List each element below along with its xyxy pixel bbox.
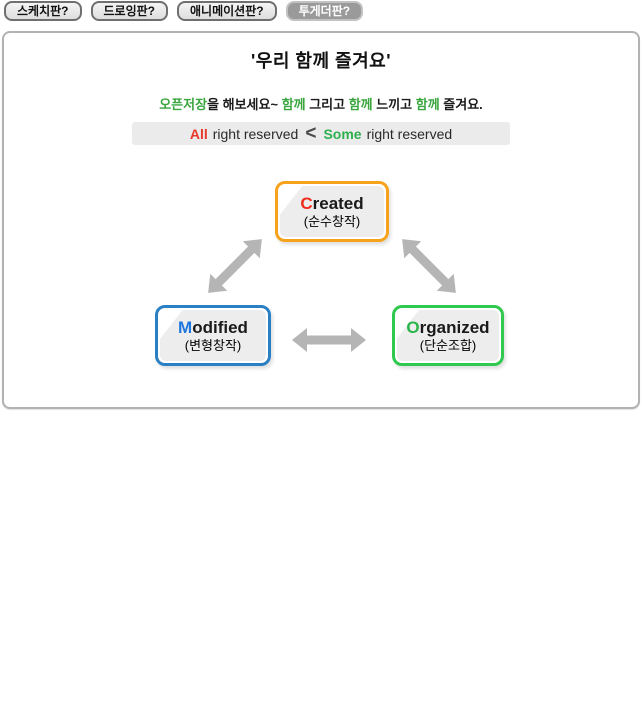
created-initial: C xyxy=(300,194,313,213)
less-than-icon: < xyxy=(305,123,317,144)
tab-bar: 스케치판? 드로잉판? 애니메이션판? 투게더판? xyxy=(4,1,364,21)
tab-sketch[interactable]: 스케치판? xyxy=(4,1,82,21)
diagram-node-organized-body: Organized (단순조합) xyxy=(397,310,499,361)
diagram-node-modified: Modified (변형창작) xyxy=(155,305,271,366)
organized-initial: O xyxy=(406,318,420,337)
subtitle-together-1: 함께 xyxy=(281,97,306,112)
modified-initial: M xyxy=(178,318,193,337)
tab-together[interactable]: 투게더판? xyxy=(285,1,364,21)
license-text-2: right reserved xyxy=(366,125,453,142)
subtitle-together-3: 함께 xyxy=(415,97,440,112)
license-all-label: All xyxy=(189,125,208,142)
diagram-node-created: Created (순수창작) xyxy=(275,181,389,242)
created-label: Created xyxy=(300,195,363,212)
subtitle-text: 오픈저장을 해보세요~ 함께 그리고 함께 느끼고 함께 즐겨요. xyxy=(4,94,638,113)
license-some-label: Some xyxy=(323,125,362,142)
modified-rest: odified xyxy=(192,318,248,337)
diagram-node-modified-body: Modified (변형창작) xyxy=(160,310,266,361)
modified-sublabel: (변형창작) xyxy=(184,338,242,353)
diagram-node-created-body: Created (순수창작) xyxy=(280,186,384,237)
subtitle-seg: 을 해보세요~ xyxy=(207,97,282,112)
double-arrow-icon-modified-organized xyxy=(292,327,366,353)
tab-animation[interactable]: 애니메이션판? xyxy=(177,1,277,21)
subtitle-seg: 그리고 xyxy=(305,97,349,112)
created-rest: reated xyxy=(312,194,364,213)
organized-sublabel: (단순조합) xyxy=(419,338,477,353)
subtitle-seg: 느끼고 xyxy=(372,97,416,112)
subtitle-together-2: 함께 xyxy=(348,97,373,112)
page-title: '우리 함께 즐겨요' xyxy=(251,51,391,71)
double-arrow-icon-created-organized xyxy=(393,230,465,302)
double-arrow-icon-created-modified xyxy=(199,230,271,302)
diagram-node-organized: Organized (단순조합) xyxy=(392,305,504,366)
license-text-1: right reserved xyxy=(212,125,299,142)
organized-label: Organized xyxy=(406,319,489,336)
modified-label: Modified xyxy=(178,319,248,336)
tab-drawing[interactable]: 드로잉판? xyxy=(90,1,168,21)
subtitle-seg: 즐겨요. xyxy=(439,97,483,112)
created-sublabel: (순수창작) xyxy=(303,214,361,229)
subtitle-open-save: 오픈저장 xyxy=(159,97,208,112)
organized-rest: rganized xyxy=(419,318,490,337)
together-info-panel: '우리 함께 즐겨요' 오픈저장을 해보세요~ 함께 그리고 함께 느끼고 함께… xyxy=(2,31,640,409)
license-banner: All right reserved < Some right reserved xyxy=(132,122,510,145)
